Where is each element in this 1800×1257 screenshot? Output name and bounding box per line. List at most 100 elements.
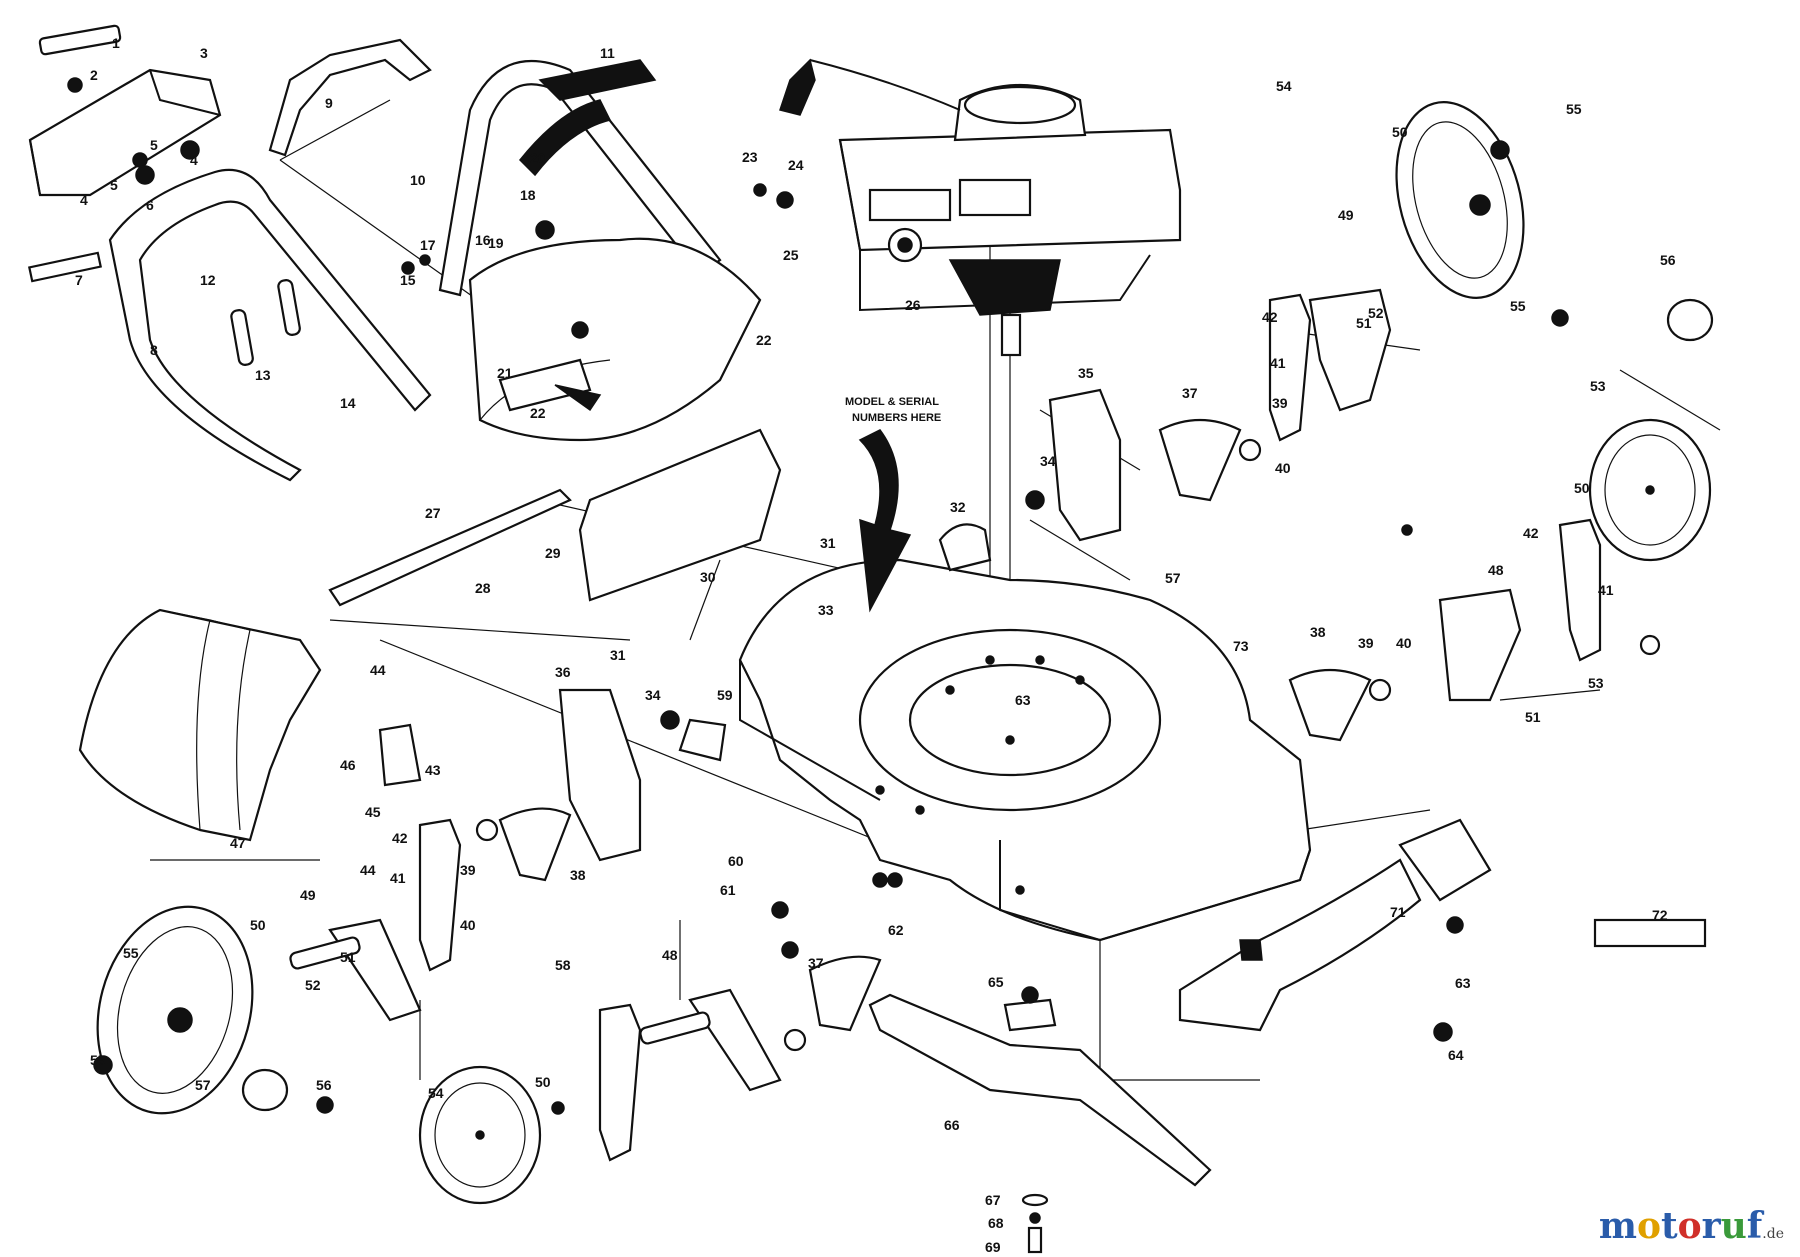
part-number-label: 57 — [195, 1077, 211, 1093]
height-sector-37-bottom — [808, 955, 882, 1032]
part-number-label: 4 — [80, 192, 88, 208]
part-number-label: 36 — [555, 664, 571, 680]
part-number-label: 51 — [1356, 315, 1372, 331]
watermark-letter: t — [1660, 1205, 1678, 1247]
part-number-label: 41 — [390, 870, 406, 886]
part-number-label: 25 — [783, 247, 799, 263]
part-number-label: 31 — [820, 535, 836, 551]
part-number-label: 21 — [497, 365, 513, 381]
decal-71 — [1593, 918, 1707, 948]
wheel-53-right — [1588, 418, 1712, 562]
control-console — [28, 68, 222, 197]
part-number-label: 48 — [662, 947, 678, 963]
part-number-label: 59 — [717, 687, 733, 703]
part-number-label: 11 — [600, 45, 615, 61]
watermark-logo: motoruf — [1599, 1205, 1762, 1247]
part-number-label: 38 — [1310, 624, 1326, 640]
height-lever-left — [418, 818, 462, 972]
height-lever-mid-right — [1558, 518, 1602, 662]
handle-bolts-13 — [230, 279, 301, 366]
axle-bracket-48-right — [1438, 588, 1522, 702]
part-number-label: 53 — [1588, 675, 1604, 691]
part-number-label: 37 — [1182, 385, 1198, 401]
part-number-label: 44 — [360, 862, 376, 878]
part-number-label: 5 — [150, 137, 158, 153]
part-number-label: 39 — [1358, 635, 1374, 651]
rear-chute — [78, 608, 322, 842]
blade-bolt-66-68 — [1021, 1193, 1049, 1254]
lower-handle — [108, 168, 432, 482]
part-number-label: 64 — [1448, 1047, 1464, 1063]
model-serial-arrow: MODEL & SERIAL NUMBERS HERE — [845, 396, 941, 613]
part-number-label: 24 — [788, 157, 804, 173]
part-number-label: 68 — [988, 1215, 1004, 1231]
hubcap-56-right — [1666, 298, 1714, 342]
part-number-label: 34 — [645, 687, 661, 703]
part-number-label: 55 — [1566, 101, 1582, 117]
part-number-label: 41 — [1598, 582, 1614, 598]
part-number-label: 46 — [340, 757, 356, 773]
height-lever-bottom — [598, 1003, 642, 1162]
part-number-label: 52 — [305, 977, 321, 993]
height-plate-36 — [558, 688, 642, 862]
part-number-label: 54 — [428, 1085, 444, 1101]
hardware — [67, 77, 1661, 1115]
part-number-label: 50 — [1392, 124, 1408, 140]
height-lever-top-right — [1268, 293, 1312, 442]
watermark-domain: .de — [1762, 1226, 1784, 1242]
hubcap-56-left — [241, 1068, 289, 1112]
model-serial-line-1: MODEL & SERIAL — [845, 396, 939, 408]
part-number-label: 41 — [1270, 355, 1286, 371]
part-number-label: 51 — [340, 949, 356, 965]
part-number-label: 43 — [425, 762, 441, 778]
watermark-letter: o — [1636, 1205, 1661, 1247]
part-number-label: 54 — [1276, 78, 1292, 94]
part-number-label: 22 — [756, 332, 772, 348]
part-number-label: 42 — [1262, 309, 1278, 325]
part-number-label: 32 — [950, 499, 966, 515]
mower-deck — [738, 523, 1312, 942]
part-number-label: 37 — [808, 955, 824, 971]
part-number-label: 60 — [728, 853, 744, 869]
model-serial-line-2: NUMBERS HERE — [852, 412, 941, 424]
part-number-label: 3 — [200, 45, 208, 61]
part-number-label: 40 — [460, 917, 476, 933]
part-number-label: 55 — [123, 945, 139, 961]
part-number-label: 73 — [1233, 638, 1249, 654]
part-number-label: 52 — [1368, 305, 1384, 321]
part-number-label: 53 — [1590, 378, 1606, 394]
engine — [779, 58, 1182, 357]
baffle-69 — [1178, 818, 1492, 1032]
part-number-label: 35 — [1078, 365, 1094, 381]
blade-adapter-64 — [1003, 986, 1057, 1032]
watermark-letter: o — [1677, 1205, 1702, 1247]
part-number-label: 55 — [1510, 298, 1526, 314]
part-number-label: 63 — [1455, 975, 1471, 991]
part-number-label: 71 — [1390, 904, 1406, 920]
part-number-label: 26 — [905, 297, 921, 313]
part-number-label: 28 — [475, 580, 491, 596]
part-number-label: 9 — [325, 95, 333, 111]
rear-baffle-29 — [578, 428, 782, 602]
part-number-label: 38 — [570, 867, 586, 883]
part-number-label: 7 — [75, 272, 83, 288]
part-number-label: 14 — [340, 395, 356, 411]
part-number-label: 1 — [112, 35, 120, 51]
bag-clips-21-22 — [498, 358, 602, 412]
part-number-label: 50 — [1574, 480, 1590, 496]
part-number-label: 18 — [520, 187, 536, 203]
wheel-54-left — [96, 905, 254, 1115]
part-number-label: 10 — [410, 172, 426, 188]
watermark-letter: m — [1598, 1205, 1637, 1247]
part-number-label: 15 — [400, 272, 416, 288]
part-number-label: 56 — [316, 1077, 332, 1093]
part-number-label: 62 — [888, 922, 904, 938]
part-number-label: 19 — [488, 235, 504, 251]
height-sector-37-top — [1158, 418, 1242, 502]
height-sector-38-left — [498, 807, 572, 882]
part-number-label: 45 — [365, 804, 381, 820]
part-number-label: 42 — [1523, 525, 1539, 541]
part-number-label: 47 — [230, 835, 246, 851]
part-number-label: 66 — [944, 1117, 960, 1133]
